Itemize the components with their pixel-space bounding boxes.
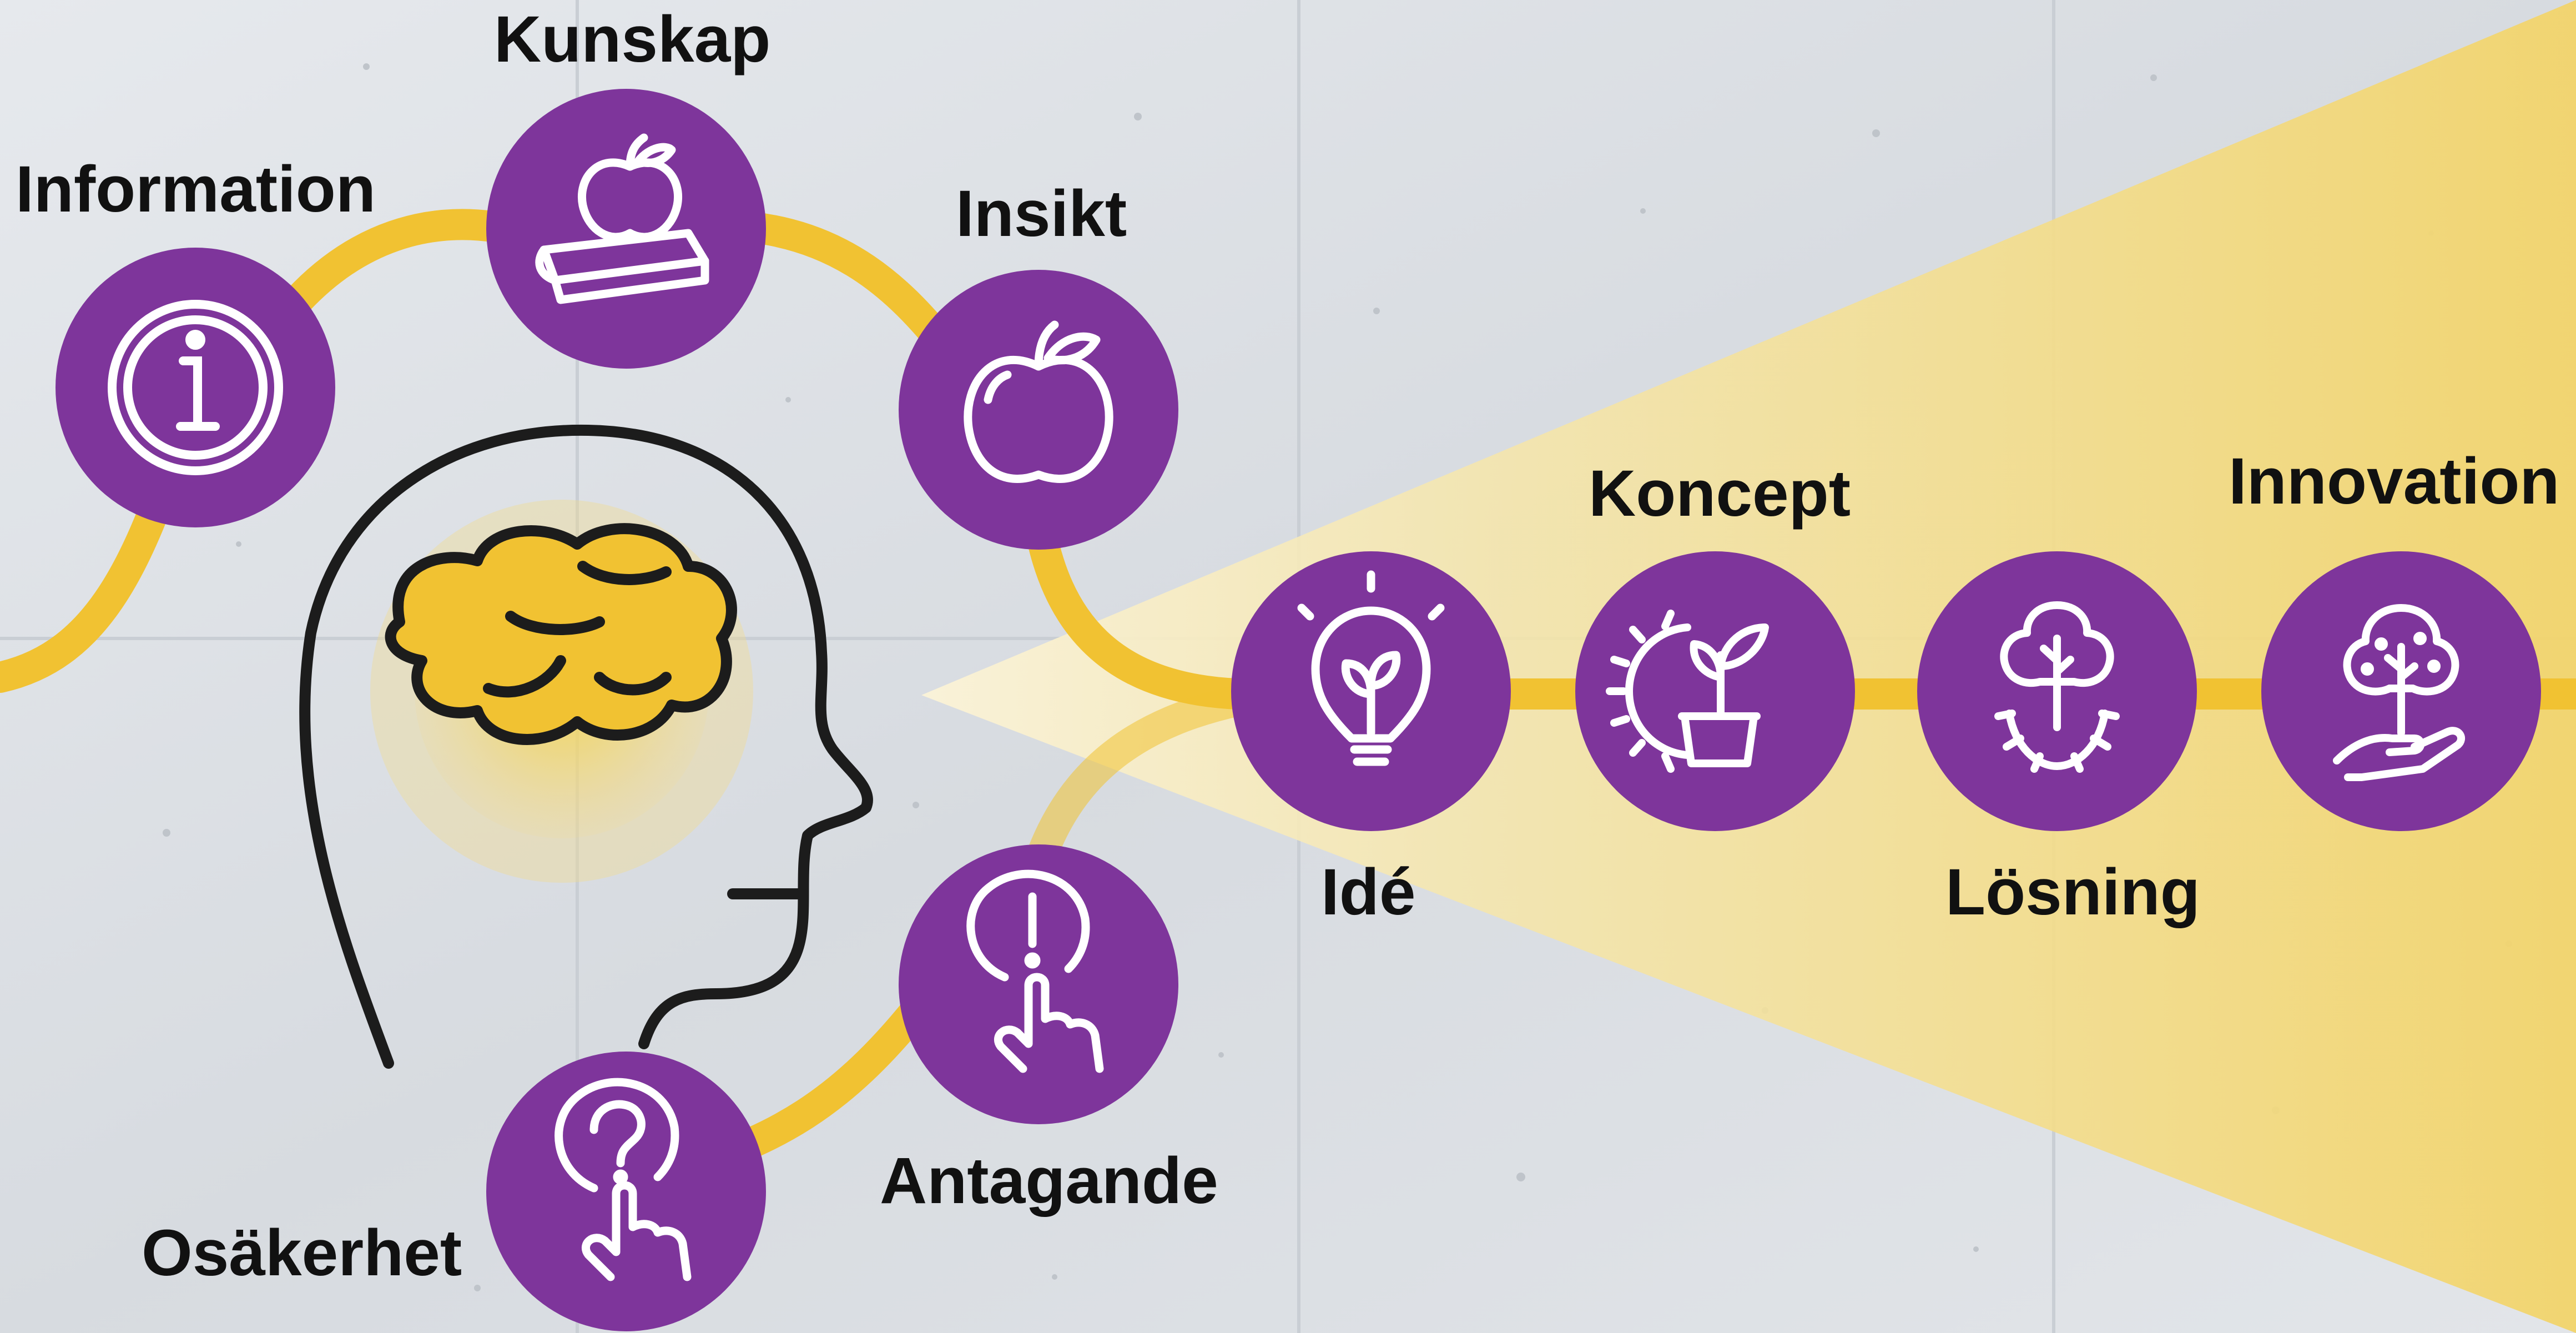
lightbulb-sprout-icon <box>1297 570 1445 766</box>
node-innovation <box>2261 551 2541 831</box>
head-illustration <box>299 424 873 1069</box>
apple-icon <box>964 320 1113 483</box>
label-koncept: Koncept <box>1589 457 1851 530</box>
node-osakerhet <box>486 1052 766 1331</box>
node-insikt <box>899 270 1178 550</box>
exclamation-touch-icon <box>966 869 1104 1073</box>
label-information: Information <box>16 153 376 226</box>
label-innovation: Innovation <box>2229 445 2560 518</box>
gear-plant-icon <box>1606 610 1769 773</box>
head-outline <box>299 424 873 1069</box>
label-losning: Lösning <box>1945 856 2200 929</box>
question-touch-icon <box>554 1078 692 1281</box>
node-information <box>56 248 335 527</box>
label-ide: Idé <box>1321 856 1416 929</box>
label-kunskap: Kunskap <box>494 3 771 76</box>
brain-icon <box>385 523 737 746</box>
label-antagande: Antagande <box>880 1144 1218 1218</box>
node-koncept <box>1575 551 1855 831</box>
apple-on-books-icon <box>535 133 709 304</box>
node-antagande <box>899 844 1178 1124</box>
node-kunskap <box>486 89 766 369</box>
hand-tree-icon <box>2333 604 2465 781</box>
tree-gear-icon <box>1994 601 2120 773</box>
label-osakerhet: Osäkerhet <box>142 1216 462 1290</box>
node-losning <box>1917 551 2197 831</box>
node-ide <box>1231 551 1511 831</box>
path-line <box>0 209 2576 1187</box>
info-icon <box>108 300 283 475</box>
label-insikt: Insikt <box>956 177 1127 250</box>
path-line-faded <box>1022 685 1253 882</box>
